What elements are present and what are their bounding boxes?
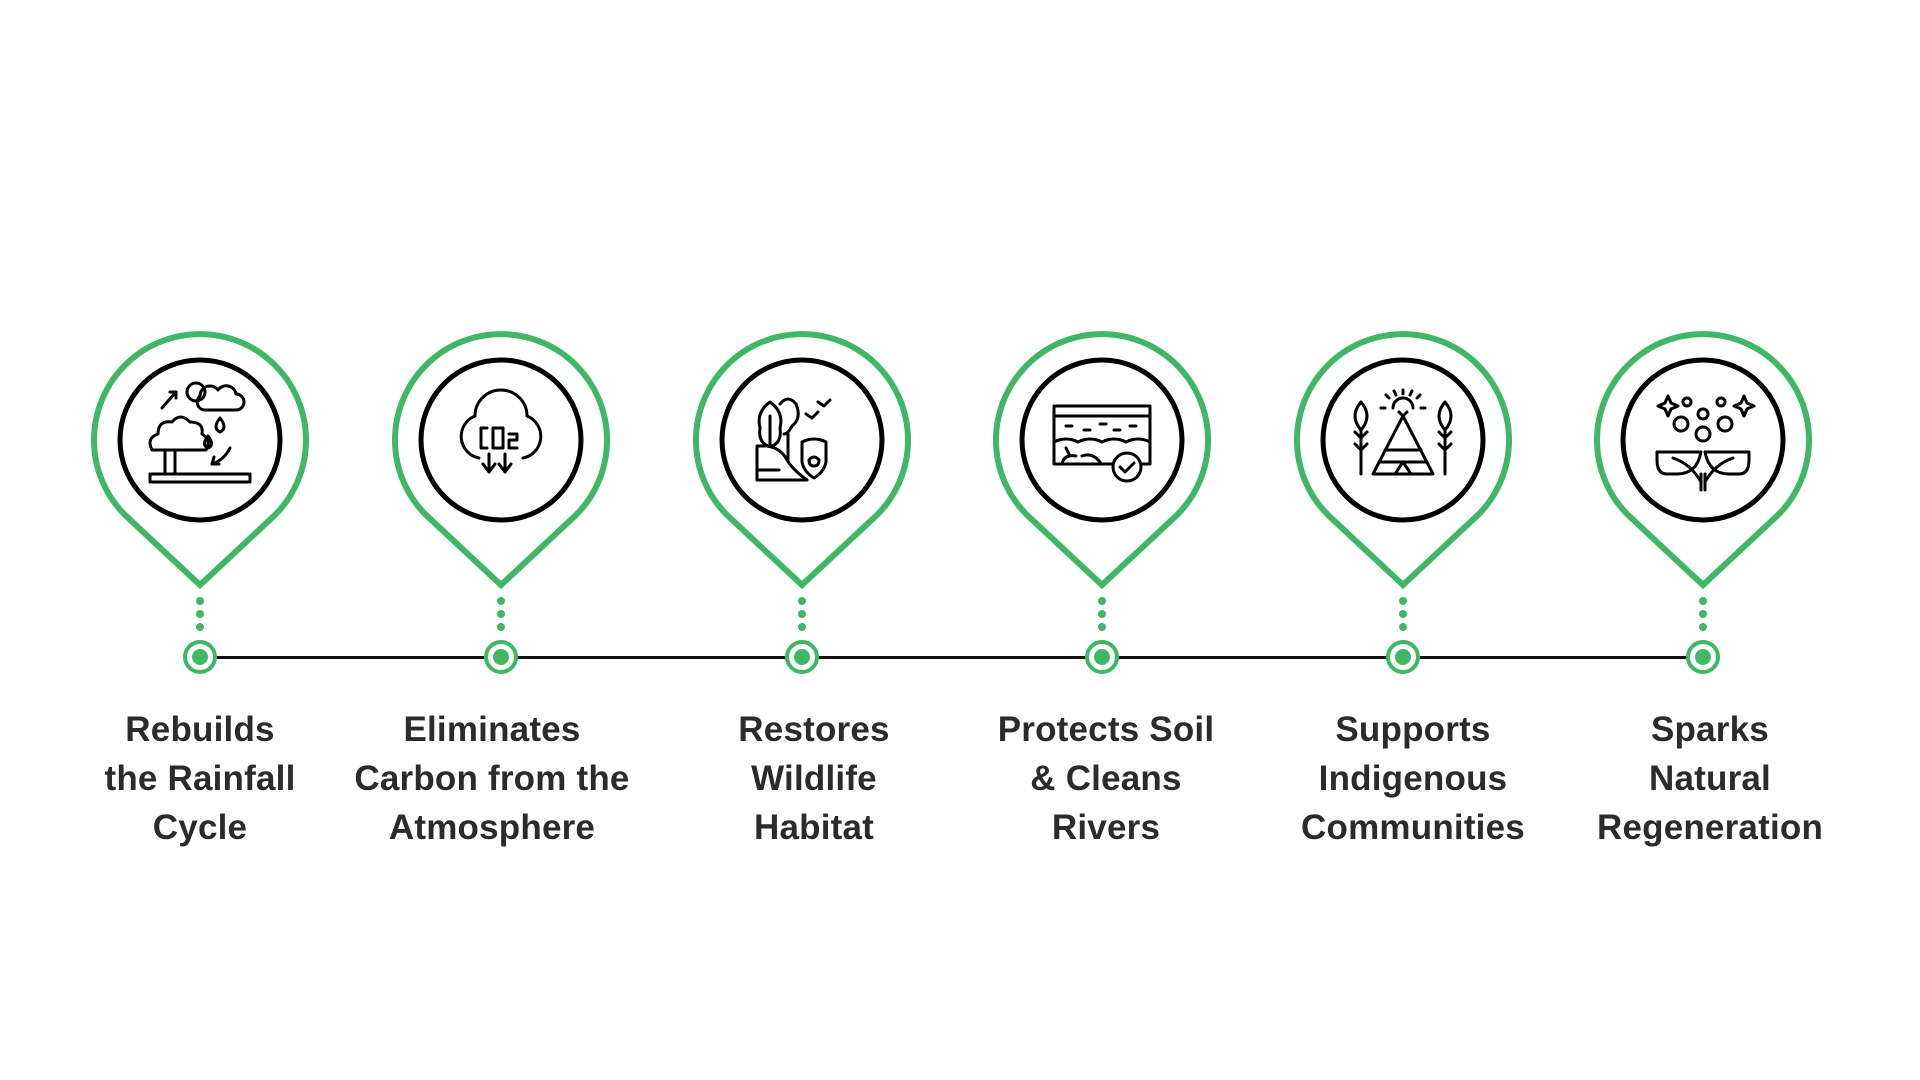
map-pin-marker	[392, 331, 610, 674]
map-pin-marker	[1294, 331, 1512, 674]
step-label: Rebuilds the Rainfall Cycle	[104, 710, 296, 847]
step-label: Sparks Natural Regeneration	[1596, 710, 1824, 847]
soil-layers-check-icon	[1052, 404, 1152, 483]
rainfall-cycle-icon	[148, 381, 252, 484]
sprouting-seeds-icon	[1655, 394, 1756, 492]
map-pin-marker	[91, 331, 309, 674]
wildlife-habitat-icon	[755, 397, 832, 482]
co2-cloud-icon	[459, 388, 543, 474]
map-pin-marker	[693, 331, 911, 674]
map-pin-marker	[1594, 331, 1812, 674]
teepee-feathers-icon	[1353, 388, 1453, 476]
step-label: Restores Wildlife Habitat	[738, 710, 890, 847]
timeline-line	[200, 656, 1703, 659]
step-label: Eliminates Carbon from the Atmosphere	[354, 710, 630, 847]
step-label: Supports Indigenous Communities	[1301, 710, 1525, 847]
step-label: Protects Soil & Cleans Rivers	[997, 710, 1215, 847]
map-pin-marker	[993, 331, 1211, 674]
